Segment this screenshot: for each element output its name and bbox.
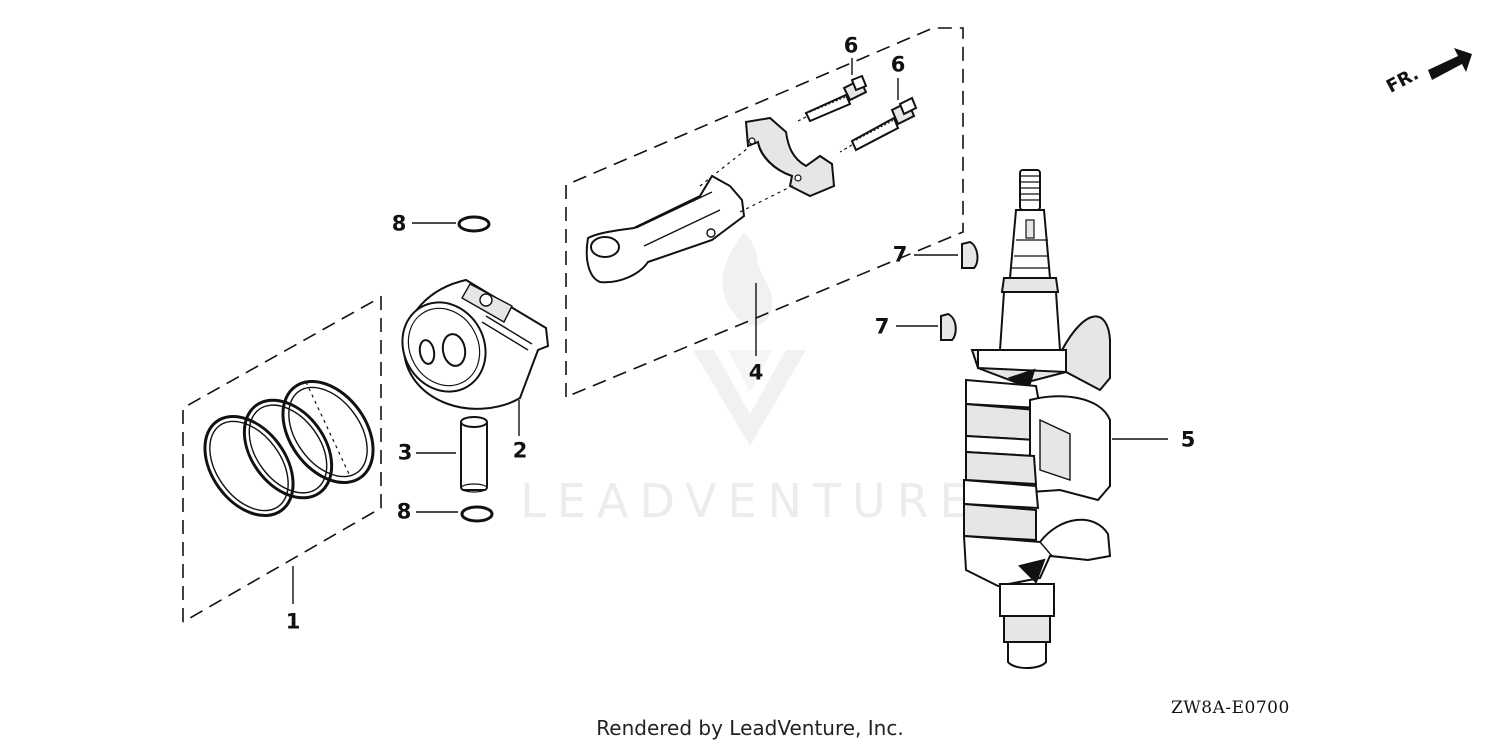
piston-valve-pocket-left	[418, 339, 436, 365]
callout-4[interactable]: 4	[748, 360, 764, 385]
second-ring	[242, 398, 334, 500]
piston-valve-pocket-right	[441, 333, 467, 367]
callout-2[interactable]: 2	[512, 438, 528, 463]
connecting-rod-assembly[interactable]	[565, 27, 964, 398]
callout-6-left[interactable]: 6	[843, 33, 859, 58]
ring-group-outline	[182, 295, 382, 623]
piston-pin-clip-lower[interactable]	[416, 505, 494, 523]
callout-7-lower[interactable]: 7	[874, 314, 890, 339]
piston-pin[interactable]	[416, 416, 488, 493]
piston-ring-set[interactable]	[182, 295, 392, 623]
callout-8-lower[interactable]: 8	[396, 499, 412, 524]
woodruff-key-lower[interactable]	[896, 312, 957, 341]
callout-3[interactable]: 3	[397, 440, 413, 465]
footer-credit: Rendered by LeadVenture, Inc.	[596, 716, 904, 740]
front-arrow-icon	[1428, 48, 1472, 80]
small-end-bore	[590, 236, 620, 258]
callout-6-right[interactable]: 6	[890, 52, 906, 77]
callout-8-upper[interactable]: 8	[391, 211, 407, 236]
crankshaft[interactable]	[962, 169, 1168, 669]
diagram-code: ZW8A-E0700	[1171, 698, 1290, 718]
oil-ring	[281, 379, 375, 485]
rod-bolt-left[interactable]	[797, 58, 868, 123]
top-ring	[203, 414, 295, 518]
rod-bolt-right[interactable]	[839, 78, 918, 153]
callout-1[interactable]: 1	[285, 609, 301, 634]
callout-7-upper[interactable]: 7	[892, 242, 908, 267]
rod-group-outline	[565, 27, 964, 398]
callout-5[interactable]: 5	[1180, 427, 1196, 452]
piston[interactable]	[386, 278, 550, 436]
woodruff-key-upper[interactable]	[914, 240, 979, 269]
leadventure-logo-icon	[693, 232, 806, 446]
watermark-text: LEADVENTURE	[520, 474, 980, 528]
piston-pin-clip-upper[interactable]	[412, 215, 491, 233]
